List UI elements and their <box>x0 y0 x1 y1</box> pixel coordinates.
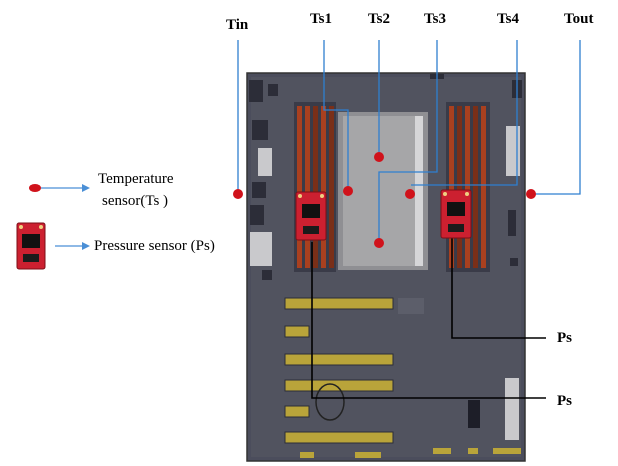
temperature-sensors <box>233 152 536 248</box>
pcie-slots <box>284 297 424 444</box>
legend-temperature-line1: Temperature <box>98 171 174 187</box>
legend-temperature-icon <box>29 184 90 192</box>
label-tin: Tin <box>226 17 249 33</box>
pressure-sensor-chip <box>295 191 327 241</box>
sensor-ts2 <box>374 152 384 162</box>
motherboard <box>246 72 526 462</box>
temperature-leader-lines <box>237 40 581 242</box>
legend-pressure-label: Pressure sensor (Ps) <box>94 238 215 254</box>
sensor-tin <box>233 189 243 199</box>
label-ts2: Ts2 <box>368 11 390 27</box>
legend-temperature-line2: sensor(Ts ) <box>102 193 169 209</box>
label-ts3: Ts3 <box>424 11 446 27</box>
label-ps-upper: Ps <box>557 330 572 346</box>
legend-pressure-icon <box>16 222 90 270</box>
label-ts1: Ts1 <box>310 11 332 27</box>
right-ram-bank <box>446 102 490 272</box>
label-ps-lower: Ps <box>557 393 572 409</box>
sensor-ts1 <box>343 186 353 196</box>
pressure-leader-lines <box>311 238 546 399</box>
sensor-ts2-lower <box>374 238 384 248</box>
left-ram-bank <box>294 102 336 272</box>
sensor-tout <box>526 189 536 199</box>
pressure-sensor-chip <box>440 189 472 239</box>
sensor-ts3 <box>405 189 415 199</box>
label-tout: Tout <box>564 11 594 27</box>
label-ts4: Ts4 <box>497 11 519 27</box>
